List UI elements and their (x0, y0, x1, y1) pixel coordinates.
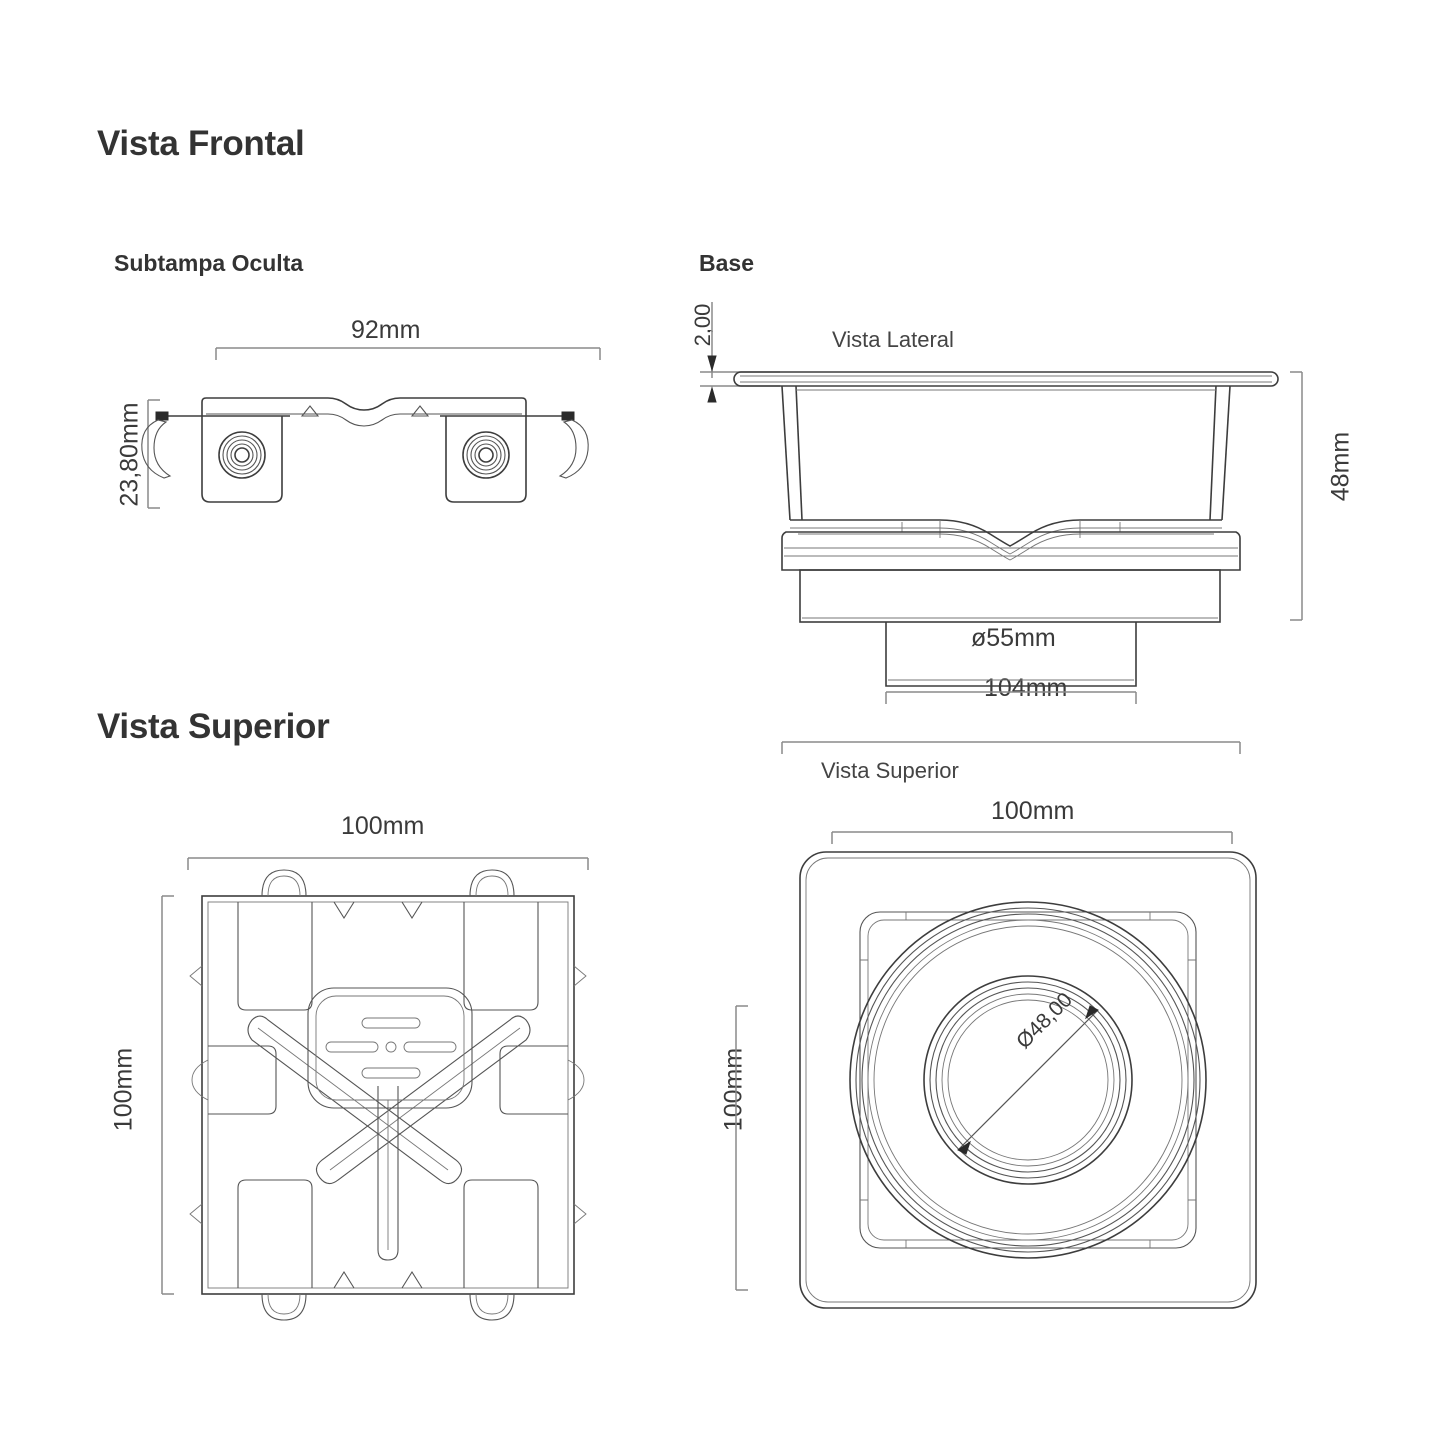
inner-ring-group (923, 975, 1133, 1185)
center-module (307, 987, 473, 1109)
subtitle-base: Base (699, 250, 754, 276)
dim-line-92mm (215, 347, 601, 360)
base-flange (733, 371, 1279, 387)
base-collar (799, 569, 1221, 623)
base-lateral-drawing (690, 290, 1330, 754)
dim-base-height: 48mm (1326, 431, 1355, 502)
dim-line-200 (700, 302, 780, 403)
outer-ring-group (849, 901, 1207, 1259)
dim-left-topview-height: 100mm (109, 1047, 138, 1132)
label-vista-lateral: Vista Lateral (832, 327, 954, 352)
subtampa-oculta-drawing (130, 330, 620, 520)
dim-line-104mm (781, 741, 1241, 754)
base-rim-step (781, 531, 1241, 571)
subtampa-top-view-drawing (140, 850, 650, 1321)
base-outlet-pipe (885, 622, 1137, 687)
dim-right-topview-width: 100mm (991, 797, 1075, 825)
dim-line-100mm-vertical (161, 895, 174, 1295)
base-internal-plate (790, 519, 1222, 561)
section-title-vista-superior: Vista Superior (97, 707, 330, 746)
dim-leader-48 (957, 1005, 1099, 1155)
cross-ribs (247, 1015, 531, 1261)
grommet-right (462, 431, 510, 479)
label-right-vista-superior: Vista Superior (821, 758, 959, 783)
dim-base-outlet-diameter: ø55mm (971, 624, 1056, 652)
dim-line-100mm-vertical-right (735, 1005, 748, 1291)
base-top-view-drawing (720, 820, 1280, 1340)
dim-line-48mm (1290, 371, 1303, 621)
dim-line-2380mm (147, 399, 160, 509)
section-title-vista-frontal: Vista Frontal (97, 124, 305, 163)
dim-base-overall-width: 104mm (984, 674, 1068, 702)
dim-line-55mm (885, 691, 1137, 704)
base-body (781, 385, 1231, 521)
grommet-left (218, 431, 266, 479)
dim-left-topview-width: 100mm (341, 812, 425, 840)
dim-line-100mm-horizontal (187, 857, 589, 870)
dim-line-100mm-horizontal-right (831, 831, 1233, 844)
subtitle-subtampa-oculta: Subtampa Oculta (114, 250, 304, 276)
dim-subtampa-width: 92mm (351, 316, 421, 344)
